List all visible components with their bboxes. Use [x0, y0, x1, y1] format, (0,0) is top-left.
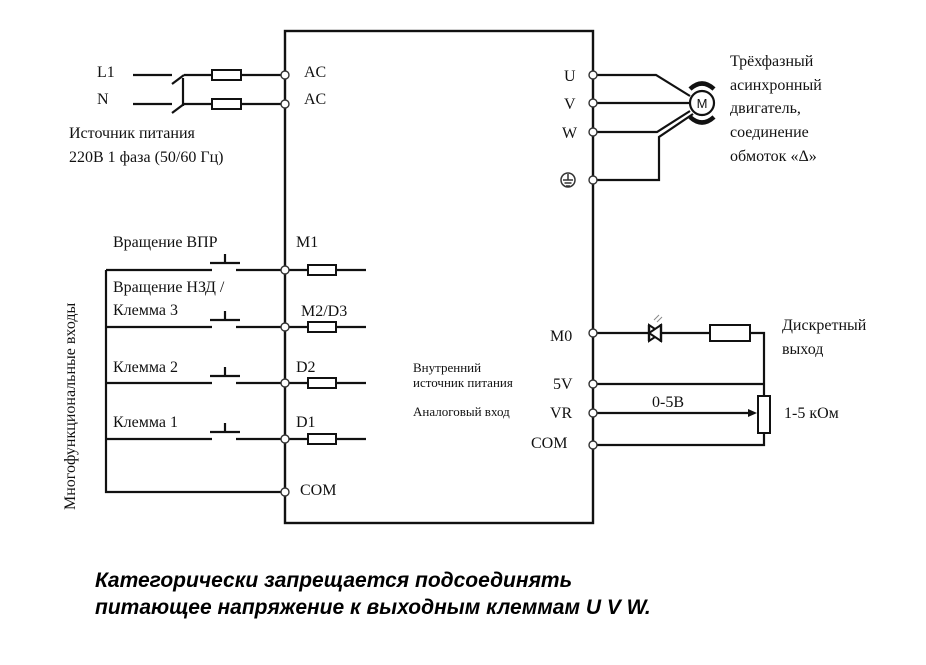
led-icon	[647, 314, 663, 343]
motor-desc-line3: двигатель,	[730, 100, 801, 117]
terminal-label-ac2: AC	[304, 91, 326, 108]
terminal-5v	[588, 379, 598, 389]
terminal-m2d3	[280, 322, 290, 332]
multifunction-inputs: Многофункциональные входы Вращение ВПР В…	[62, 234, 366, 510]
discrete-output-label-line1: Дискретный	[782, 317, 867, 334]
power-source-desc-line1: Источник питания	[69, 125, 196, 142]
fuse-l1	[211, 69, 242, 81]
internal-power-label-line1: Внутренний	[413, 360, 481, 375]
inputs-group-label: Многофункциональные входы	[62, 302, 79, 510]
power-input: L1 N Источник питания 220В 1 фаза (50/60…	[69, 64, 290, 166]
terminal-label-d2: D2	[296, 359, 316, 376]
discrete-output-label-line2: выход	[782, 341, 823, 358]
voltage-range-label: 0-5В	[652, 394, 684, 411]
motor-icon: M	[688, 81, 716, 125]
terminal-com-left	[280, 487, 290, 497]
terminal-com-right	[588, 440, 598, 450]
wiring-diagram: L1 N Источник питания 220В 1 фаза (50/60…	[62, 29, 867, 525]
common-bus	[104, 270, 285, 494]
wire-ground	[593, 113, 694, 182]
switch-label-rev-line1: Вращение НЗД /	[113, 279, 225, 296]
terminal-label-m0: M0	[550, 328, 572, 345]
terminal-m1	[280, 265, 290, 275]
power-source-desc-line2: 220В 1 фаза (50/60 Гц)	[69, 149, 223, 166]
terminal-label-v: V	[564, 96, 576, 113]
switch-row-rev: Вращение НЗД / Клемма 3	[106, 279, 285, 329]
terminal-v	[588, 98, 598, 108]
l1-label: L1	[97, 64, 115, 81]
terminal-label-d1: D1	[296, 414, 316, 431]
motor-desc-line5: обмоток «Δ»	[730, 148, 817, 165]
input-fuse-m2d3	[307, 321, 337, 333]
warning-line2: питающее напряжение к выходным клеммам U…	[95, 596, 651, 619]
terminal-label-m2d3: M2/D3	[301, 303, 347, 320]
terminal-label-m1: M1	[296, 234, 318, 251]
warning-line1: Категорически запрещается подсоединять	[95, 569, 573, 592]
terminal-label-ac1: AC	[304, 64, 326, 81]
wire-u	[593, 73, 691, 97]
potentiometer	[757, 395, 771, 434]
circuit-breaker	[171, 74, 185, 114]
switch-row-term1: Клемма 1	[106, 414, 285, 441]
motor-symbol-label: M	[697, 96, 708, 111]
terminal-m0	[588, 328, 598, 338]
terminal-w	[588, 127, 598, 137]
input-fuse-d2	[307, 377, 337, 389]
motor-desc-line2: асинхронный	[730, 77, 822, 94]
wire-w	[593, 110, 691, 134]
resistor	[709, 324, 751, 342]
switch-label-rev-line2: Клемма 3	[113, 302, 178, 319]
terminal-u	[588, 70, 598, 80]
terminal-label-w: W	[562, 125, 578, 142]
terminal-label-com-right: COM	[531, 435, 567, 452]
switch-row-term2: Клемма 2	[106, 359, 285, 385]
terminal-vr	[588, 408, 598, 418]
terminal-label-vr: VR	[550, 405, 573, 422]
terminal-ground	[588, 175, 598, 185]
terminal-d1	[280, 434, 290, 444]
switch-label-fwd: Вращение ВПР	[113, 234, 218, 251]
terminal-label-5v: 5V	[553, 376, 573, 393]
switch-label-term1: Клемма 1	[113, 414, 178, 431]
control-terminals: M0 5V VR COM Внутренний источник питания…	[413, 314, 867, 452]
input-fuse-d1	[307, 433, 337, 445]
motor-desc-line4: соединение	[730, 124, 809, 141]
switch-label-term2: Клемма 2	[113, 359, 178, 376]
pot-value-label: 1-5 кОм	[784, 405, 839, 422]
terminal-label-com-left: COM	[300, 482, 336, 499]
switch-row-fwd: Вращение ВПР	[106, 234, 285, 272]
motor-desc-line1: Трёхфазный	[730, 53, 814, 70]
terminal-label-u: U	[564, 68, 576, 85]
n-label: N	[97, 91, 109, 108]
warning-note: Категорически запрещается подсоединять п…	[95, 567, 651, 621]
analog-input-label: Аналоговый вход	[413, 404, 510, 419]
input-fuse-m1	[307, 264, 337, 276]
motor-output: U V W M Трёхфазный асинхронный двигате	[560, 53, 822, 188]
fuse-n	[211, 98, 242, 110]
terminal-ac1	[280, 70, 290, 80]
internal-power-label-line2: источник питания	[413, 375, 513, 390]
terminal-ac2	[280, 99, 290, 109]
terminal-d2	[280, 378, 290, 388]
wire-com-right	[593, 433, 766, 447]
wiper-arrow	[748, 409, 757, 417]
ground-icon	[560, 172, 576, 188]
